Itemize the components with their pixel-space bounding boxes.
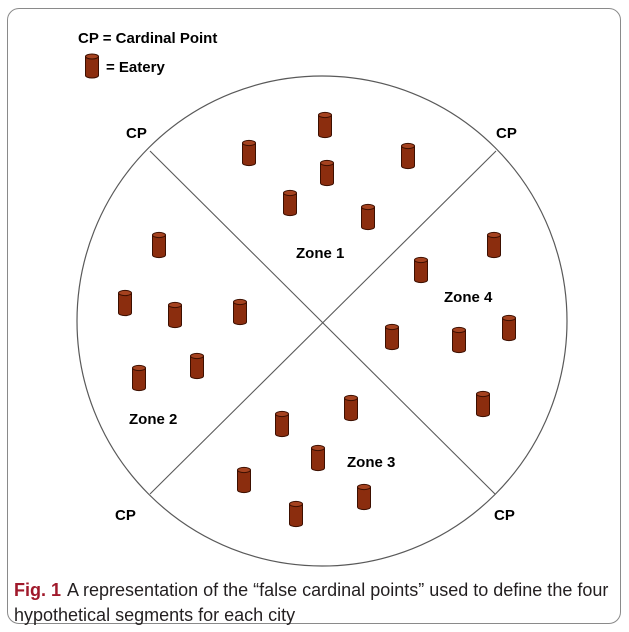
figure-label: Fig. 1 [14,580,62,600]
eatery-icon [361,203,375,231]
eatery-icon [289,500,303,528]
eatery-icon [401,142,415,170]
eatery-icon [385,323,399,351]
eatery-icon [414,256,428,284]
zone-3-label: Zone 3 [347,454,395,471]
zone-1-label: Zone 1 [296,245,344,262]
eatery-icon [283,189,297,217]
eatery-icon [318,111,332,139]
eatery-icon [242,139,256,167]
eatery-icon [452,326,466,354]
cardinal-point-top-left: CP [126,125,147,142]
eatery-icon [476,390,490,418]
legend-eatery: = Eatery [106,59,165,76]
legend-cardinal-point: CP = Cardinal Point [78,30,217,47]
eatery-icon [487,231,501,259]
eatery-icon [132,364,146,392]
zone-4-label: Zone 4 [444,289,493,306]
eatery-icon [190,352,204,380]
eatery-icon [237,466,251,494]
eatery-icon [311,444,325,472]
divider-line-2 [149,150,497,495]
cardinal-point-bottom-left: CP [115,507,136,524]
eatery-icon [152,231,166,259]
cardinal-point-bottom-right: CP [494,507,515,524]
eatery-icon [168,301,182,329]
eatery-icon [344,394,358,422]
eatery-icon [502,314,516,342]
eatery-icon [320,159,334,187]
caption-text: A representation of the “false cardinal … [14,580,609,625]
zone-2-label: Zone 2 [129,411,177,428]
eatery-icon [233,298,247,326]
eatery-icon [357,483,371,511]
eatery-icon [118,289,132,317]
eatery-icon [275,410,289,438]
cardinal-point-top-right: CP [496,125,517,142]
legend-eatery-icon [85,53,99,79]
